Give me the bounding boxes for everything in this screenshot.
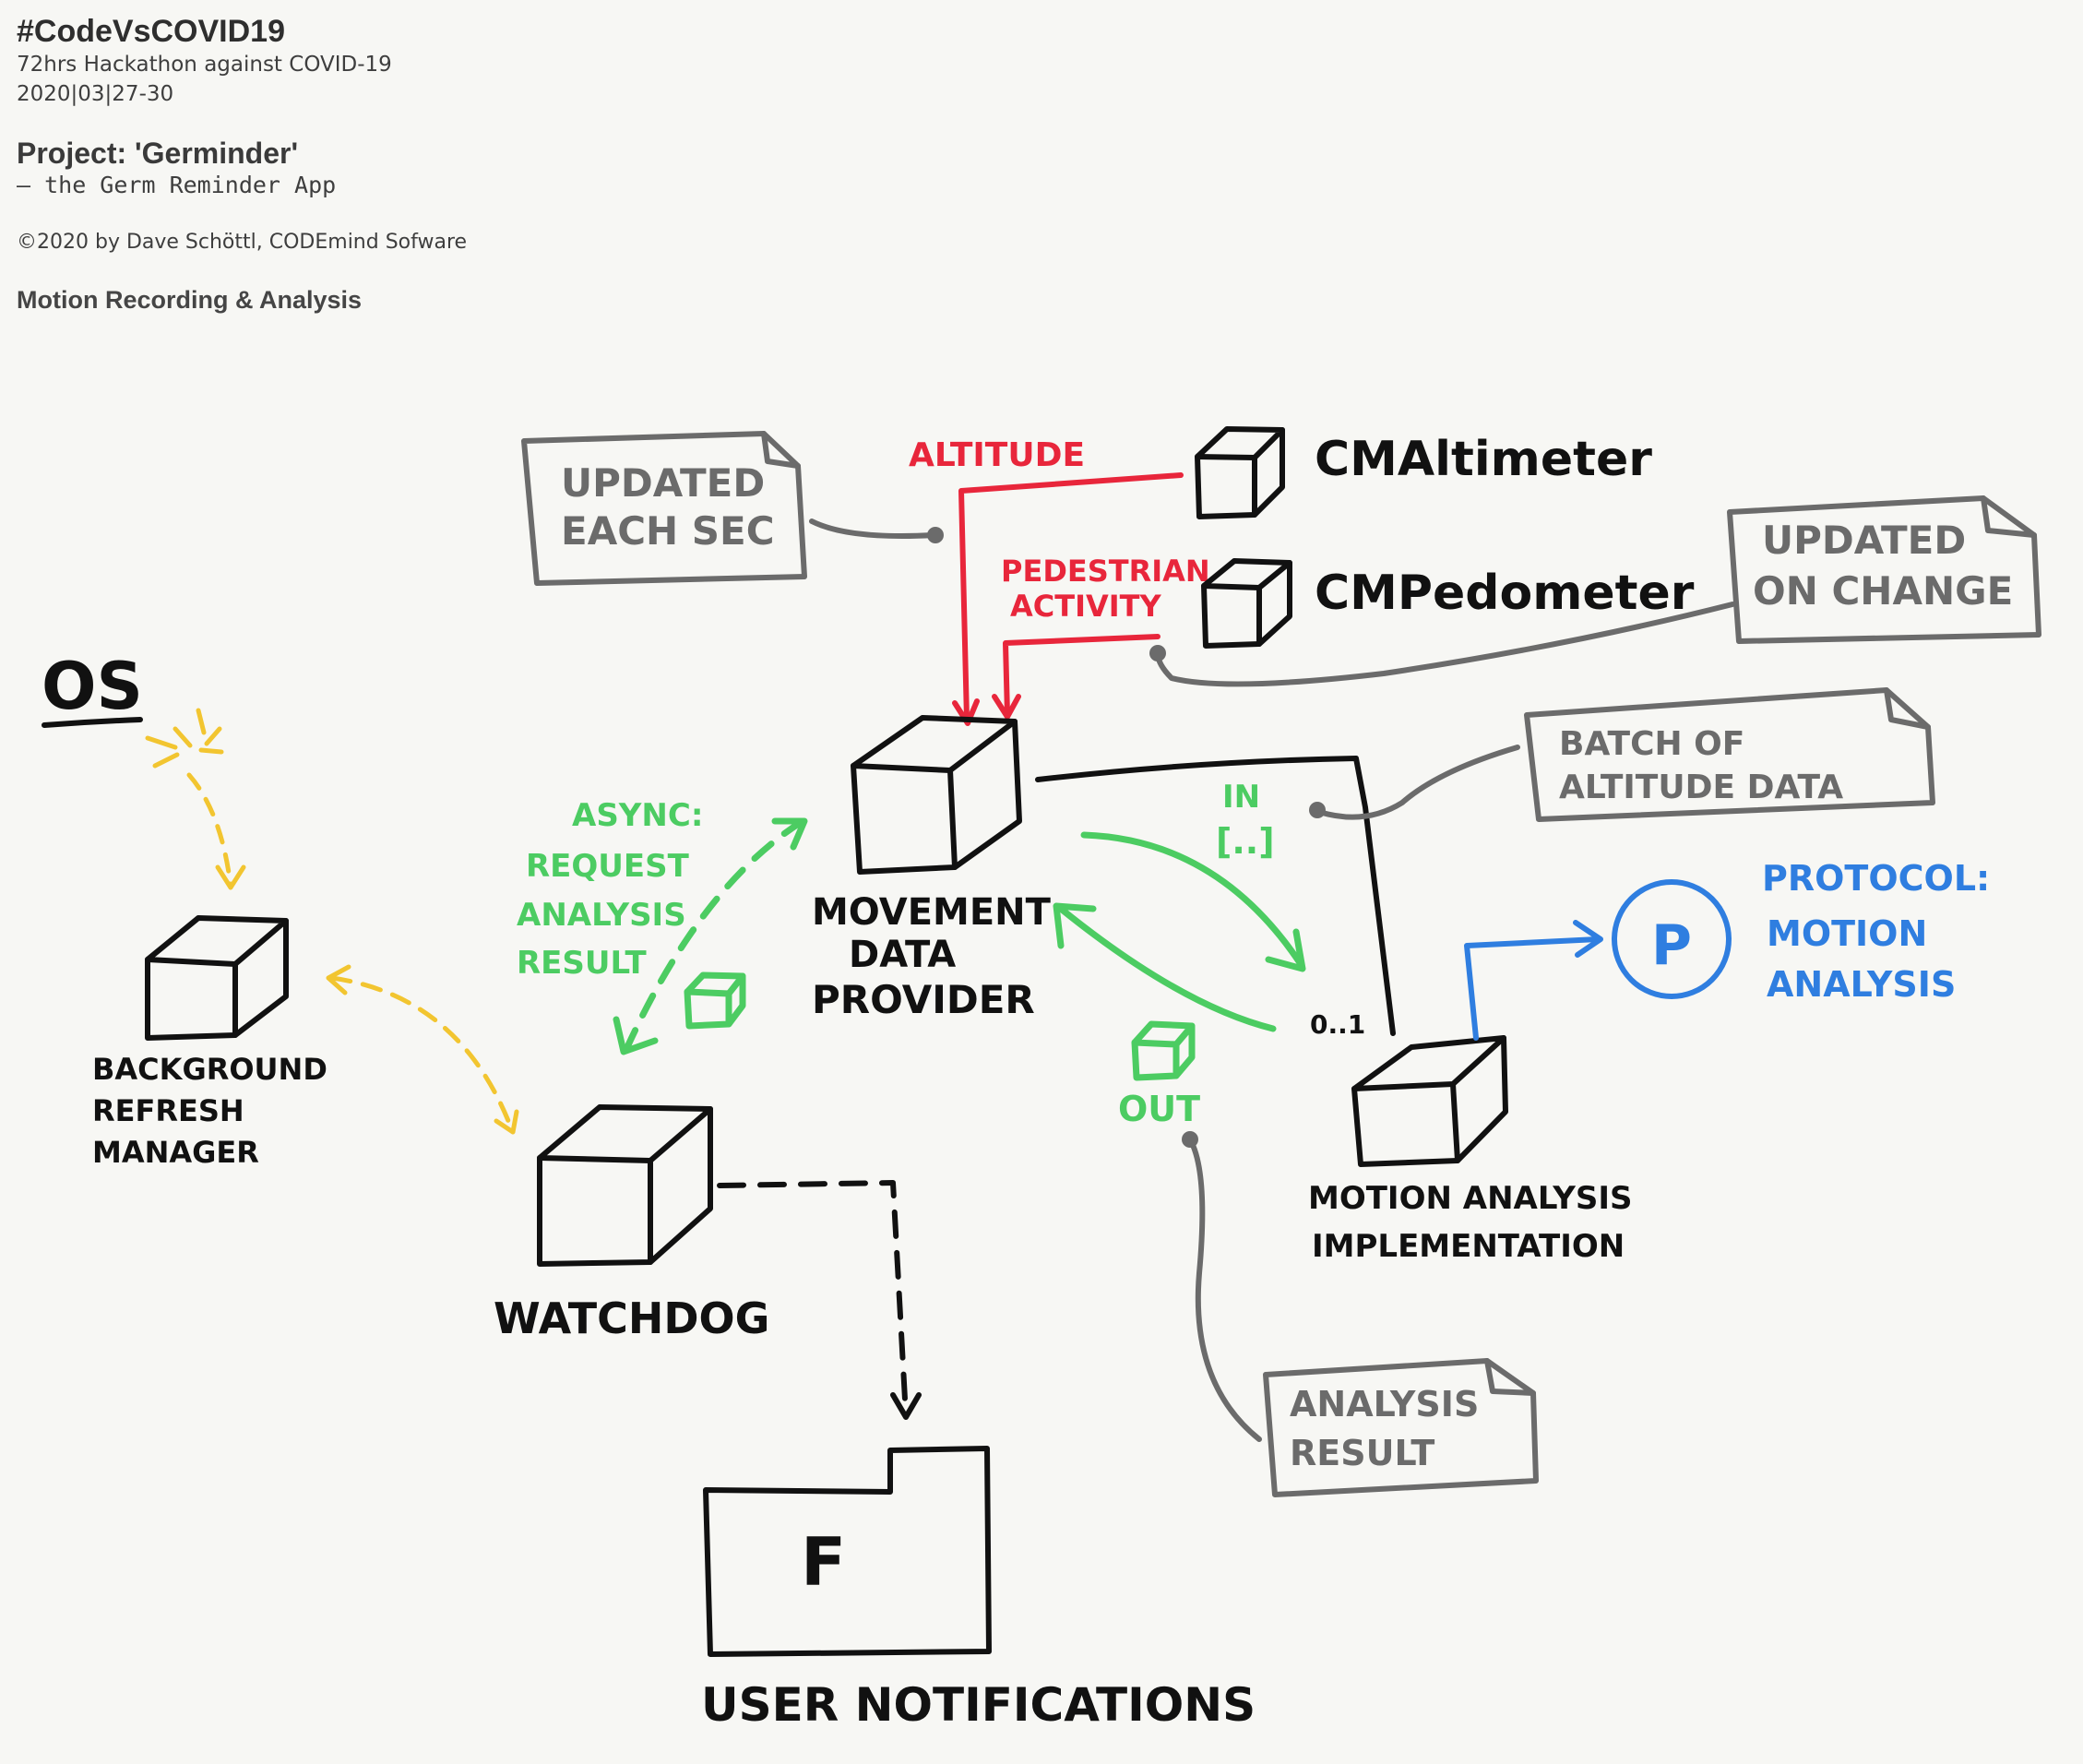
user-notifications-label: USER NOTIFICATIONS xyxy=(701,1678,1256,1732)
note-updated-on-change-line-2: ON CHANGE xyxy=(1753,568,2013,614)
os-underline xyxy=(42,717,143,728)
protocol-label-2: MOTION xyxy=(1767,913,1927,954)
note-updated-on-change-line-1: UPDATED xyxy=(1762,518,1966,563)
note-updated-each-sec-line-1: UPDATED xyxy=(561,460,765,506)
motion-impl-label-2: IMPLEMENTATION xyxy=(1312,1228,1625,1265)
note-updated-each-sec-line-2: EACH SEC xyxy=(561,508,775,554)
movement-provider-label-3: PROVIDER xyxy=(812,977,1035,1022)
out-label: OUT xyxy=(1118,1089,1200,1129)
page-title: #CodeVsCOVID19 xyxy=(17,14,285,49)
protocol-circle-icon xyxy=(1612,879,1732,999)
os-node: OS xyxy=(42,649,224,769)
arrowhead-icon xyxy=(326,964,351,995)
async-label-3: ANALYSIS xyxy=(517,897,686,934)
arrowhead-icon xyxy=(215,864,246,890)
async-label-1: ASYNC: xyxy=(572,797,703,834)
watchdog-to-notifications-arrow xyxy=(717,1180,909,1419)
impl-to-protocol-arrow xyxy=(1464,936,1601,1041)
arrowhead-icon xyxy=(890,1392,922,1420)
connector-dot xyxy=(927,527,944,543)
note-batch-altitude-line-2: ALTITUDE DATA xyxy=(1559,769,1843,806)
manager-watchdog-arrow xyxy=(329,975,515,1133)
project-tagline: — the Germ Reminder App xyxy=(17,172,337,198)
watchdog-label: WATCHDOG xyxy=(494,1293,769,1343)
movement-provider-cube-icon xyxy=(851,715,1022,875)
provider-impl-association xyxy=(1035,756,1396,1036)
page-dates: 2020|03|27-30 xyxy=(17,82,174,106)
background-manager-cube-icon xyxy=(145,915,289,1041)
background-manager-label-3: MANAGER xyxy=(92,1135,259,1170)
cm-pedometer-label: CMPedometer xyxy=(1315,566,1695,621)
movement-provider-label-2: DATA xyxy=(849,934,956,976)
arrowhead-icon xyxy=(613,1016,659,1055)
copyright-line: ©2020 by Dave Schöttl, CODEmind Sofware xyxy=(17,231,468,254)
pedestrian-label-1: PEDESTRIAN xyxy=(1001,554,1210,589)
note-analysis-result-line-1: ANALYSIS xyxy=(1290,1384,1479,1424)
note-analysis-result: ANALYSIS RESULT xyxy=(1263,1358,1539,1497)
async-label-2: REQUEST xyxy=(526,848,690,885)
out-cube-icon xyxy=(1131,1020,1196,1081)
note-connector xyxy=(809,518,936,539)
arrowhead-icon xyxy=(771,817,808,851)
motion-impl-cube-icon xyxy=(1351,1035,1508,1167)
background-manager-label-1: BACKGROUND xyxy=(92,1052,327,1087)
section-title: Motion Recording & Analysis xyxy=(17,286,363,314)
note-analysis-result-line-2: RESULT xyxy=(1290,1433,1434,1473)
watchdog-cube-icon xyxy=(537,1104,713,1267)
altitude-label: ALTITUDE xyxy=(909,436,1085,474)
in-label: IN xyxy=(1222,779,1260,816)
cm-altimeter-label: CMAltimeter xyxy=(1315,432,1652,487)
note-batch-altitude: BATCH OF ALTITUDE DATA xyxy=(1524,687,1935,822)
background-manager-label-2: REFRESH xyxy=(92,1093,244,1128)
movement-provider-label-1: MOVEMENT xyxy=(812,891,1052,934)
os-label: OS xyxy=(42,649,143,724)
pedestrian-flow-line xyxy=(1003,634,1161,718)
async-label-4: RESULT xyxy=(517,945,648,982)
note-connector xyxy=(1155,602,1735,687)
spark-icon xyxy=(145,708,224,769)
note-updated-on-change: UPDATED ON CHANGE xyxy=(1727,495,2041,644)
header-block: #CodeVsCOVID19 72hrs Hackathon against C… xyxy=(17,13,467,316)
note-updated-each-sec: UPDATED EACH SEC xyxy=(521,431,807,586)
arrowhead-icon xyxy=(1573,920,1603,958)
protocol-label-3: ANALYSIS xyxy=(1767,964,1956,1005)
cm-pedometer-cube-icon xyxy=(1201,558,1292,649)
os-to-manager-arrow xyxy=(186,772,233,888)
user-notifications-framework: F xyxy=(703,1446,992,1657)
altitude-flow-line xyxy=(958,472,1184,722)
project-title: Project: 'Germinder' xyxy=(17,137,299,170)
async-request-arrow xyxy=(624,817,806,1051)
note-connector xyxy=(1316,745,1520,820)
pedestrian-label-2: ACTIVITY xyxy=(1010,589,1161,624)
connector-dot xyxy=(1149,645,1166,662)
provider-to-impl-arrow xyxy=(1080,831,1304,968)
arrowhead-icon xyxy=(992,694,1021,720)
arrowhead-icon xyxy=(952,698,980,726)
arrowhead-icon xyxy=(1265,928,1306,972)
motion-impl-label-1: MOTION ANALYSIS xyxy=(1308,1180,1632,1217)
cm-altimeter-cube-icon xyxy=(1195,426,1285,519)
arrowhead-icon xyxy=(1053,902,1097,949)
protocol-letter: P xyxy=(1651,913,1692,978)
note-connector xyxy=(1187,1137,1262,1442)
arrowhead-icon xyxy=(494,1109,519,1135)
note-batch-altitude-line-1: BATCH OF xyxy=(1559,725,1744,763)
impl-to-provider-arrow xyxy=(1057,905,1277,1032)
connector-dot xyxy=(1309,802,1326,818)
multiplicity-label: 0..1 xyxy=(1310,1009,1365,1040)
protocol-label-1: PROTOCOL: xyxy=(1762,858,1990,899)
async-cube-icon xyxy=(684,971,746,1030)
in-array-label: [..] xyxy=(1216,821,1275,862)
framework-letter: F xyxy=(801,1523,846,1601)
page-subtitle: 72hrs Hackathon against COVID-19 xyxy=(17,53,392,77)
